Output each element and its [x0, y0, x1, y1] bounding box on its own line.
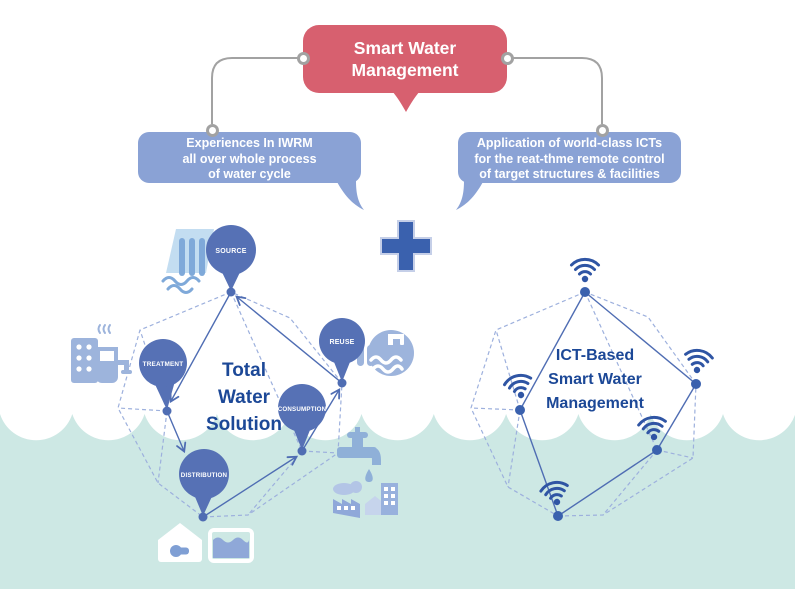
network-node	[297, 446, 307, 456]
wifi-icon	[503, 373, 533, 399]
water-tank-icon	[208, 528, 254, 563]
connector-right	[507, 57, 603, 124]
balloon-label: DISTRIBUTION	[181, 472, 228, 479]
connector-dot	[595, 123, 609, 137]
connector-dot	[500, 51, 514, 65]
right-callout: Application of world-class ICTs for the …	[458, 132, 681, 183]
balloon-reuse	[319, 318, 365, 382]
right-network-nodes	[515, 287, 701, 521]
right-network	[470, 257, 714, 521]
smoke-cloud-icon	[333, 481, 362, 495]
water-reuse-icon	[357, 330, 414, 376]
title-box-tail	[392, 91, 420, 112]
balloon-label: SOURCE	[215, 248, 246, 255]
balloon-label: REUSE	[329, 339, 354, 346]
network-node	[162, 406, 172, 416]
factory-icon	[333, 499, 360, 518]
connector-lines	[211, 57, 603, 124]
consumption-icons	[333, 427, 398, 518]
balloon-label: TREATMENT	[143, 361, 184, 368]
network-node	[198, 512, 208, 522]
right-diagram-title: ICT-Based Smart Water Management	[546, 347, 644, 412]
faucet-icon	[337, 427, 381, 465]
balloon-distribution	[179, 449, 229, 516]
network-node	[691, 379, 701, 389]
right-dashed-mesh	[470, 291, 697, 517]
connector-left	[211, 57, 303, 124]
balloon-label: CONSUMPTION	[278, 406, 327, 413]
plus-icon	[380, 220, 432, 272]
wifi-icon	[539, 480, 569, 506]
wifi-icon	[570, 257, 600, 283]
network-node	[553, 511, 563, 521]
left-callout-tail	[336, 180, 364, 210]
wifi-icon	[637, 415, 667, 441]
network-node	[337, 378, 347, 388]
wifi-icons	[503, 257, 714, 506]
left-network-nodes	[162, 287, 347, 522]
connector-dot	[205, 123, 219, 137]
left-balloon-labels: SOURCE TREATMENT REUSE CONSUMPTION DISTR…	[143, 248, 355, 479]
network-node	[226, 287, 236, 297]
left-network: SOURCE TREATMENT REUSE CONSUMPTION DISTR…	[71, 225, 414, 563]
balloon-consumption	[278, 384, 326, 450]
balloon-treatment	[139, 339, 187, 410]
left-callout: Experiences In IWRM all over whole proce…	[138, 132, 361, 183]
waterfall-icon	[161, 229, 214, 294]
treatment-plant-icon	[71, 324, 132, 383]
network-node	[515, 405, 525, 415]
title-box: Smart Water Management	[303, 25, 507, 93]
home-small-icon	[365, 496, 385, 515]
balloon-source	[206, 225, 256, 291]
left-diagram-title: Total Water Solution	[206, 360, 282, 435]
left-balloons	[139, 225, 365, 516]
network-node	[580, 287, 590, 297]
network-node	[652, 445, 662, 455]
connector-dot	[296, 51, 310, 65]
home-tank-icons	[158, 523, 254, 563]
wifi-icon	[684, 348, 714, 374]
home-icon	[158, 523, 202, 562]
building-icon	[381, 483, 398, 515]
right-callout-tail	[456, 180, 484, 210]
water-drop-icon	[365, 469, 373, 482]
